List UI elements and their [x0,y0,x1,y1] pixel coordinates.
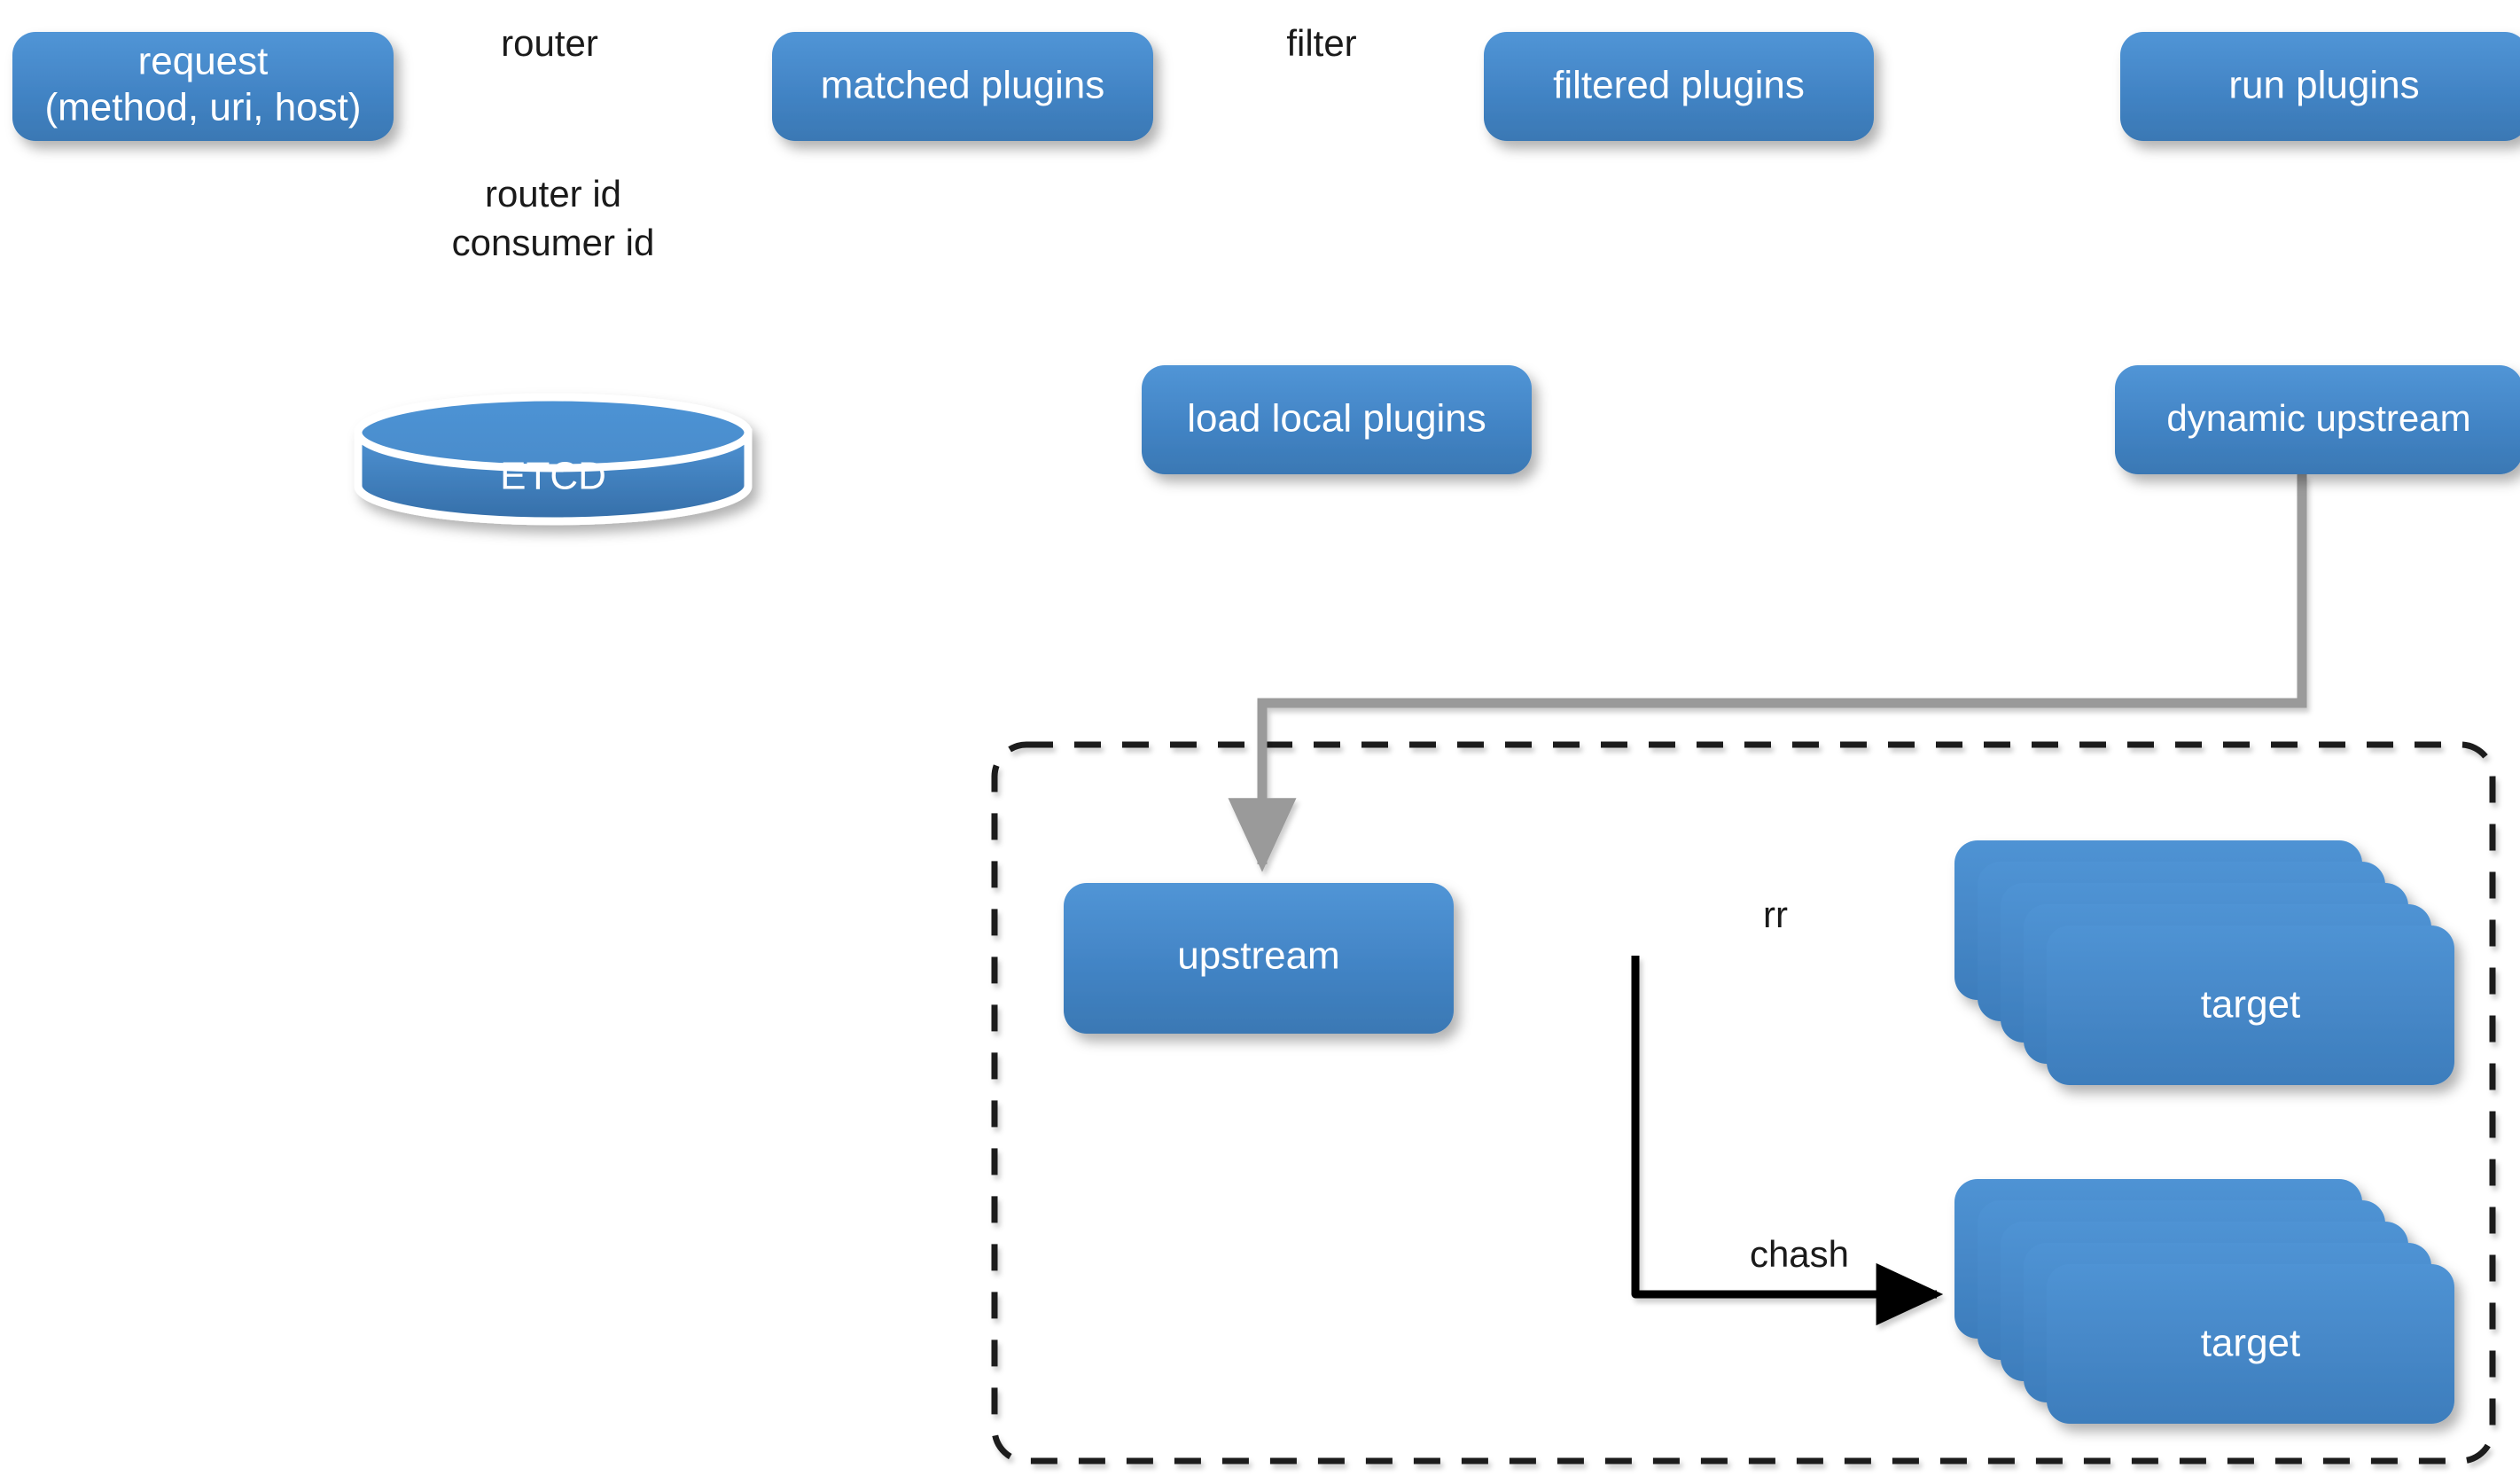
dashed-group-border [991,741,2496,1464]
cylinder-top [354,393,753,473]
node-target-rr[interactable]: target [1954,840,2454,1085]
node-matched-plugins[interactable]: matched plugins [772,32,1153,141]
edge-label-rr: rr [1763,894,1788,935]
node-shape [2115,365,2520,474]
node-upstream-label: upstream [1177,934,1339,978]
edge-upstream-to-target-chash [1631,956,1944,1326]
edge-dynamic-to-upstream [1228,474,2307,872]
upstream-group-container [991,741,2496,1464]
node-target-rr-label: target [2201,983,2301,1027]
node-request-label-line2: (method, uri, host) [44,86,361,129]
node-upstream[interactable]: upstream [1064,883,1454,1034]
stack-layer-5 [2047,1264,2454,1424]
node-filtered-plugins-label: filtered plugins [1553,64,1805,107]
edge-label-filter: filter [1286,22,1356,64]
node-shape [2120,32,2520,141]
node-shape [1484,32,1874,141]
node-dynamic-upstream-label: dynamic upstream [2166,397,2470,439]
node-etcd-label: ETCD [500,455,606,498]
node-request[interactable]: request (method, uri, host) [12,32,394,141]
node-etcd[interactable]: ETCD [354,393,753,526]
node-shape [12,32,394,141]
edge-line [1228,474,2307,872]
edge-label-chash: chash [1750,1233,1849,1275]
node-target-chash-label: target [2201,1322,2301,1365]
node-load-local-plugins[interactable]: load local plugins [1142,365,1532,474]
node-filtered-plugins[interactable]: filtered plugins [1484,32,1874,141]
node-shape [1142,365,1532,474]
edge-label-router: router [501,22,598,64]
node-load-local-plugins-label: load local plugins [1187,397,1486,441]
node-shape [1064,883,1454,1034]
stack-layer-5 [2047,926,2454,1085]
edge-label-router-id: router id [485,173,621,215]
node-dynamic-upstream[interactable]: dynamic upstream [2115,365,2520,474]
edge-line [1631,956,1944,1326]
node-target-chash[interactable]: target [1954,1179,2454,1424]
node-run-plugins[interactable]: run plugins [2120,32,2520,141]
node-shape [772,32,1153,141]
edge-label-consumer-id: consumer id [452,222,655,263]
node-request-label-line1: request [138,40,269,83]
node-matched-plugins-label: matched plugins [821,64,1104,107]
node-run-plugins-label: run plugins [2228,64,2419,107]
